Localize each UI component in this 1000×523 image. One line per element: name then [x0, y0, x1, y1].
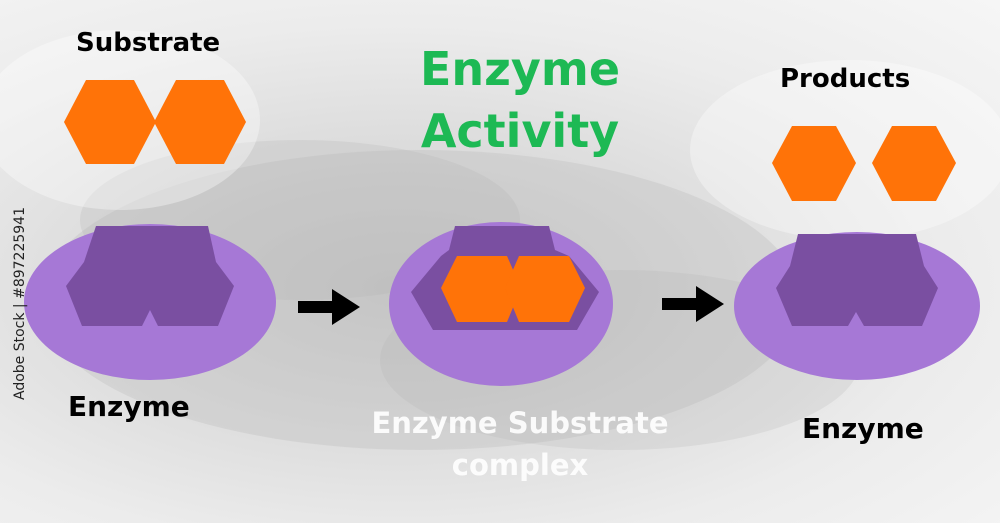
products-label: Products [780, 64, 911, 94]
enzyme-left [24, 224, 276, 380]
product-molecule-1 [772, 126, 856, 201]
arrow-right-icon [298, 289, 360, 325]
diagram-title: Enzyme Activity [419, 42, 621, 158]
enzyme-right [734, 232, 980, 380]
enzyme-label-right: Enzyme [802, 412, 924, 445]
product-molecule-2 [872, 126, 956, 201]
stock-id-text: Adobe Stock | #897225941 [12, 207, 28, 400]
enzyme-label-left: Enzyme [68, 390, 190, 423]
arrow-right-icon [662, 286, 724, 322]
enzyme-substrate-complex [389, 222, 613, 386]
substrate-label: Substrate [76, 28, 221, 58]
substrate-molecule [64, 80, 246, 164]
complex-label: Enzyme Substrate complex [371, 406, 669, 482]
product-molecules [772, 126, 956, 201]
